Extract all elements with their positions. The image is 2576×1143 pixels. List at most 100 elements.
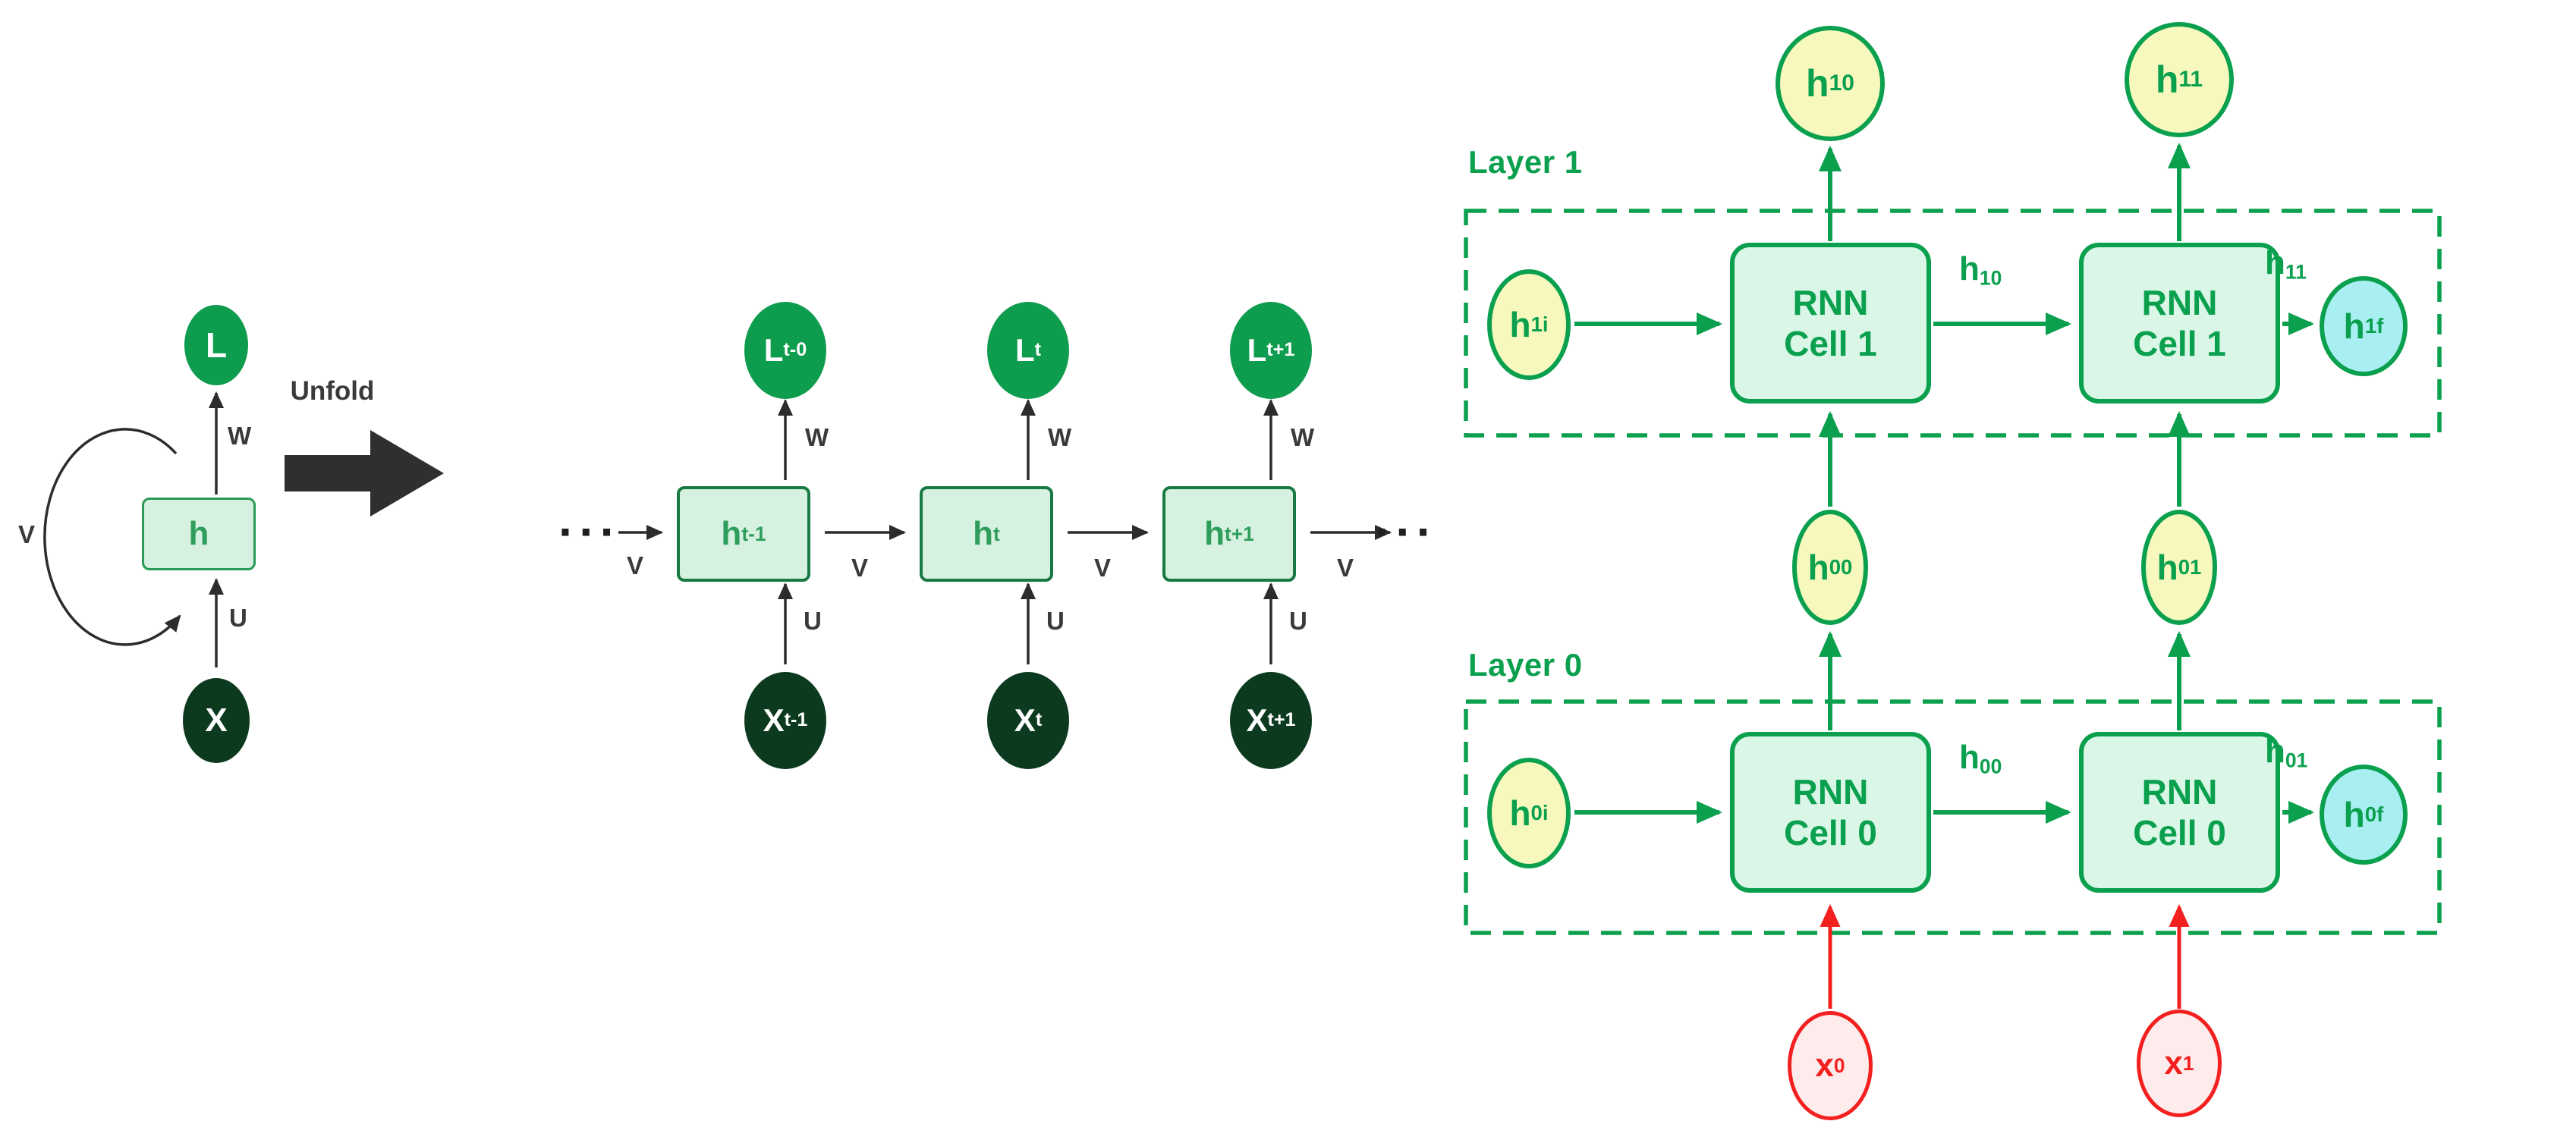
weight-u-label: U	[229, 604, 247, 632]
input-node: X	[183, 678, 250, 763]
input-sub: t-1	[784, 709, 808, 731]
input-sub: t	[1035, 709, 1043, 731]
cell-line1: RNN	[2141, 282, 2218, 322]
state-sub: 10	[1829, 71, 1854, 96]
weight-v-label: V	[851, 554, 869, 582]
loss-sub: t+1	[1266, 339, 1295, 361]
cell-line1: RNN	[2141, 771, 2218, 812]
weight-w-label: W	[228, 422, 252, 450]
layer1-title: Layer 1	[1468, 144, 1583, 180]
input-sub: 0	[1833, 1054, 1845, 1077]
ellipsis-left: ···	[558, 504, 621, 559]
state-sub: 1f	[2364, 314, 2384, 338]
loss-sub: t-0	[783, 339, 807, 361]
state-label: h	[1807, 548, 1829, 587]
hidden-sub: t	[993, 522, 1000, 545]
h00-edge-label: h00	[1959, 739, 2002, 777]
edge-main: h	[2265, 244, 2285, 281]
weight-v-label: V	[1094, 554, 1112, 582]
input-sub: t+1	[1267, 709, 1296, 731]
weight-v-label: V	[1337, 554, 1354, 582]
input-label: x	[2164, 1044, 2183, 1082]
loss-node: L	[184, 305, 248, 385]
layer0-title: Layer 0	[1468, 647, 1583, 683]
input-node-label: X	[205, 702, 228, 739]
h01-edge-label: h01	[2265, 733, 2307, 771]
state-sub: 11	[2178, 67, 2203, 92]
hidden-label: h	[973, 515, 994, 552]
hidden-state-box: h	[142, 498, 256, 570]
edge-sub: 11	[2285, 260, 2307, 284]
layer0-boundary	[1464, 699, 2442, 935]
weight-v-label: V	[627, 551, 644, 579]
weight-w-label: W	[805, 423, 829, 451]
hidden-label: h	[1204, 515, 1225, 552]
state-label: h	[1806, 62, 1829, 105]
rnn-cell-0-a: RNN Cell 0	[1730, 732, 1931, 893]
input-sub: 1	[2182, 1051, 2194, 1075]
weight-w-label: W	[1048, 423, 1072, 451]
weight-u-label: U	[1289, 607, 1307, 635]
state-sub: 0i	[1530, 801, 1549, 825]
hidden-state-label: h	[188, 515, 209, 552]
recurrent-loop-arrow	[43, 428, 181, 646]
layer1-boundary	[1464, 209, 2442, 438]
edge-main: h	[1959, 250, 1980, 287]
state-label: h	[2343, 795, 2365, 834]
hidden-sub: t-1	[741, 522, 766, 545]
unfold-arrow	[285, 430, 444, 517]
state-sub: 0f	[2364, 802, 2384, 827]
weight-u-label: U	[804, 607, 822, 635]
state-label: h	[2155, 58, 2179, 101]
weight-w-label: W	[1291, 423, 1315, 451]
edge-sub: 00	[1979, 755, 2002, 778]
input-label: X	[1014, 702, 1036, 738]
edge-main: h	[2265, 733, 2285, 770]
rnn-cell-0-b: RNN Cell 0	[2079, 732, 2280, 893]
weight-u-label: U	[1046, 607, 1065, 635]
edge-sub: 10	[1979, 266, 2002, 290]
cell-line2: Cell 0	[1784, 813, 1877, 853]
hidden-sub: t+1	[1225, 522, 1254, 545]
rnn-cell-1-a: RNN Cell 1	[1730, 243, 1931, 404]
cell-line2: Cell 1	[1784, 324, 1877, 363]
edge-sub: 01	[2285, 749, 2308, 772]
edge-main: h	[1959, 739, 1980, 776]
cell-line2: Cell 1	[2133, 324, 2226, 363]
loss-node-label: L	[205, 325, 228, 365]
state-label: h	[1509, 793, 1531, 833]
unfold-label: Unfold	[290, 376, 375, 406]
cell-line2: Cell 0	[2133, 813, 2226, 853]
rnn-cell-1-b: RNN Cell 1	[2079, 243, 2280, 404]
loss-sub: t	[1034, 339, 1042, 361]
hidden-label: h	[721, 515, 742, 552]
weight-v-label: V	[18, 520, 36, 548]
state-sub: 01	[2178, 555, 2202, 579]
loss-label: L	[1247, 332, 1267, 368]
cell-line1: RNN	[1792, 282, 1869, 322]
ellipsis-right: ···	[1375, 504, 1437, 559]
input-label: x	[1815, 1047, 1834, 1084]
state-label: h	[1509, 305, 1531, 344]
state-sub: 1i	[1530, 312, 1549, 337]
cell-line1: RNN	[1792, 771, 1869, 812]
